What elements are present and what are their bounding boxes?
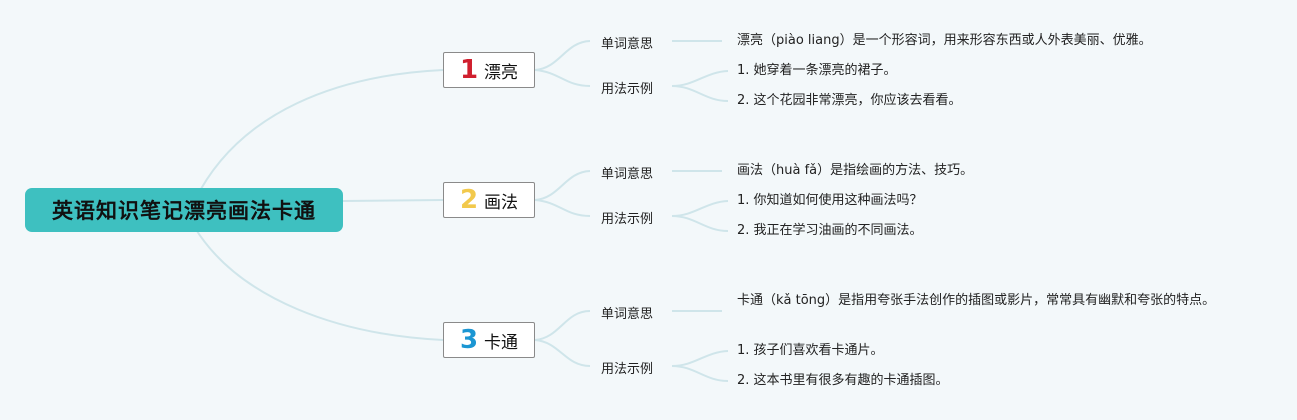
branch-3-meaning[interactable]: 卡通（kǎ tōng）是指用夸张手法创作的插图或影片，常常具有幽默和夸张的特点。 [737,293,1216,308]
branch-1-meaning[interactable]: 漂亮（piào liang）是一个形容词，用来形容东西或人外表美丽、优雅。 [737,33,1152,48]
link-root-branch-2 [342,199,444,202]
branch-2-meaning[interactable]: 画法（huà fǎ）是指绘画的方法、技巧。 [737,163,974,178]
link-b3-meaning [534,310,591,341]
branch-1-example-2[interactable]: 2. 这个花园非常漂亮，你应该去看看。 [737,93,962,108]
branch-3-label: 卡通 [484,332,519,353]
branch-3-usage-label[interactable]: 用法示例 [601,362,654,377]
branch-1-example-1[interactable]: 1. 她穿着一条漂亮的裙子。 [737,63,897,78]
link-root-branch-3 [194,227,444,341]
root-topic[interactable]: 英语知识笔记漂亮画法卡通 [25,188,343,232]
link-b1-usage [534,69,591,87]
branch-3-example-1[interactable]: 1. 孩子们喜欢看卡通片。 [737,343,884,358]
branch-2-usage-label[interactable]: 用法示例 [601,212,654,227]
branch-2-example-2[interactable]: 2. 我正在学习油画的不同画法。 [737,223,923,238]
link-b1-meaning [534,40,591,71]
root-title: 英语知识笔记漂亮画法卡通 [52,199,316,223]
link-b3-usage [534,339,591,367]
branch-2[interactable]: 2 画法 [443,182,535,218]
link-b2-usage-leaf [671,200,729,232]
branch-3[interactable]: 3 卡通 [443,322,535,358]
branch-1[interactable]: 1 漂亮 [443,52,535,88]
link-b2-meaning [534,170,591,201]
number-3-icon: 3 [459,325,479,355]
branch-1-meaning-label[interactable]: 单词意思 [601,37,654,52]
branch-2-label: 画法 [484,192,519,213]
branch-3-example-2[interactable]: 2. 这本书里有很多有趣的卡通插图。 [737,373,949,388]
branch-2-example-1[interactable]: 1. 你知道如何使用这种画法吗？ [737,193,923,208]
branch-2-meaning-label[interactable]: 单词意思 [601,167,654,182]
branch-1-usage-label[interactable]: 用法示例 [601,82,654,97]
branch-3-meaning-label[interactable]: 单词意思 [601,307,654,322]
link-root-branch-1 [194,69,444,201]
link-b3-usage-leaf [671,350,729,382]
number-1-icon: 1 [459,55,479,85]
link-b1-usage-leaf [671,70,729,102]
branch-1-label: 漂亮 [484,62,519,83]
number-2-icon: 2 [459,185,479,215]
link-b2-usage [534,199,591,217]
